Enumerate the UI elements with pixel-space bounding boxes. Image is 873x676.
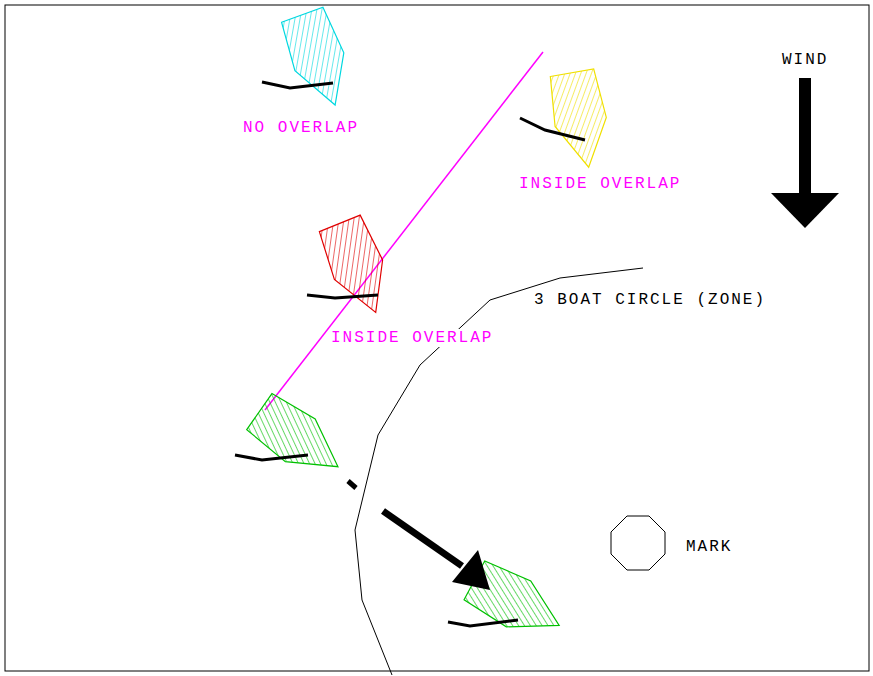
boom <box>307 295 378 298</box>
boom <box>262 82 333 88</box>
boom <box>448 620 518 626</box>
zone-label: 3 BOAT CIRCLE (ZONE) <box>533 291 767 309</box>
mark-buoy <box>611 516 665 570</box>
boom <box>520 118 585 140</box>
wind-arrow <box>799 78 811 194</box>
yellow-boat <box>546 68 614 172</box>
frame <box>5 5 869 671</box>
overlap-line <box>265 52 543 410</box>
overlap-label: NO OVERLAP <box>242 119 360 137</box>
red-boat <box>316 214 400 322</box>
wind-label: WIND <box>781 51 829 69</box>
boom <box>235 455 308 460</box>
green-boat <box>244 390 352 488</box>
course-arrowhead <box>452 550 490 590</box>
cyan-boat <box>278 6 360 114</box>
wind-arrowhead <box>771 193 839 228</box>
course-arrow <box>383 511 462 566</box>
overlap-label: INSIDE OVERLAP <box>330 329 494 347</box>
overlap-label: INSIDE OVERLAP <box>518 175 682 193</box>
mark-label: MARK <box>685 538 733 556</box>
course-dash <box>348 481 356 488</box>
